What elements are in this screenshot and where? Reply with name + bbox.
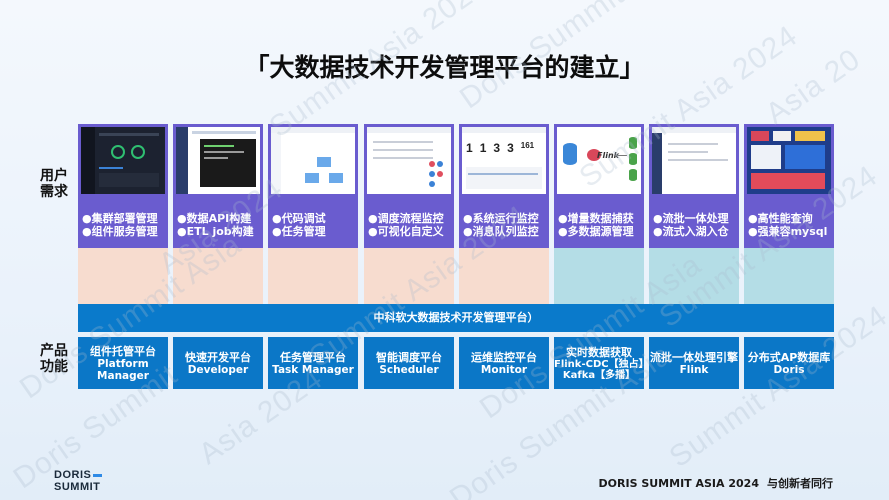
screenshot-stream-batch [652,127,736,194]
product-monitor: 运维监控平台 Monitor [459,337,549,389]
product-task-manager: 任务管理平台 Task Manager [268,337,358,389]
footer-event: DORIS SUMMIT ASIA 2024 与创新者同行 [599,475,833,491]
product-name-en: Flink-CDC【独占】 [554,358,649,370]
band-cell [268,248,358,304]
product-name-en: Doris [773,363,805,376]
row-label-needs: 用户 需求 [40,168,74,200]
screenshot-scheduler [367,127,451,194]
product-name-cn: 快速开发平台 [185,350,251,364]
row-label-line: 需求 [40,184,68,200]
requirement-card-scheduler: ●调度流程监控 ●可视化自定义 [364,124,454,248]
page-title: 「大数据技术开发管理平台的建立」 [244,53,645,82]
feature-item: ●调度流程监控 [368,212,444,225]
band-cell [364,248,454,304]
event-slogan: 与创新者同行 [767,477,833,490]
product-doris: 分布式AP数据库 Doris [744,337,834,389]
feature-item: ●任务管理 [272,225,326,238]
squirrel-icon [587,149,601,161]
database-icon [629,169,637,181]
requirement-card-doris: ●高性能查询 ●强兼容mysql [744,124,834,248]
feature-item: ●强兼容mysql [748,225,828,238]
metric-value: 3 [493,141,501,155]
requirement-card-task-manager: ●代码调试 ●任务管理 [268,124,358,248]
screenshot-task-flow [271,127,355,194]
feature-list: ●数据API构建 ●ETL job构建 [177,212,254,238]
logo-line: DORIS [54,469,92,481]
screenshot-monitor: 1 1 3 3 161 [462,127,546,194]
metric-value: 3 [507,141,514,155]
feature-list: ●系统运行监控 ●消息队列监控 [463,212,539,238]
database-icon [629,153,637,165]
feature-list: ●调度流程监控 ●可视化自定义 [368,212,444,238]
feature-item: ●代码调试 [272,212,326,225]
product-scheduler: 智能调度平台 Scheduler [364,337,454,389]
metric-value: 1 [466,141,473,155]
row-label-line: 用户 [40,168,68,184]
logo-bar-icon [93,473,103,477]
row-label-line: 产品 [40,343,68,359]
band-cell [554,248,644,304]
feature-item: ●高性能查询 [748,212,813,225]
requirement-card-platform-manager: ●集群部署管理 ●组件服务管理 [78,124,168,248]
feature-item: ●ETL job构建 [177,225,254,238]
feature-item: ●集群部署管理 [82,212,158,225]
metric-value: 161 [520,141,535,150]
product-developer: 快速开发平台 Developer [173,337,263,389]
screenshot-developer-console [176,127,260,194]
product-name-en: Kafka【多播】 [562,369,636,381]
band-cell [459,248,549,304]
requirement-card-developer: ●数据API构建 ●ETL job构建 [173,124,263,248]
product-name-en: Task Manager [272,363,354,376]
product-name-cn: 实时数据获取 [566,345,632,359]
screenshot-cluster-dashboard [81,127,165,194]
database-icon [563,143,577,165]
feature-item: ●数据API构建 [177,212,252,225]
feature-item: ●流式入湖入仓 [653,225,729,238]
product-name-cn: 任务管理平台 [280,350,346,364]
doris-summit-logo: DORIS SUMMIT [54,469,103,493]
product-realtime-ingest: 实时数据获取 Flink-CDC【独占】 Kafka【多播】 [554,337,649,389]
feature-list: ●流批一体处理 ●流式入湖入仓 [653,212,729,238]
product-name-cn: 组件托管平台 [90,344,156,358]
feature-list: ●集群部署管理 ●组件服务管理 [82,212,158,238]
requirement-card-flink: ●流批一体处理 ●流式入湖入仓 [649,124,739,248]
product-name-en: Developer [187,363,249,376]
product-name-en: Scheduler [379,363,439,376]
feature-list: ●代码调试 ●任务管理 [272,212,326,238]
feature-item: ●增量数据捕获 [558,212,634,225]
row-label-line: 功能 [40,359,68,375]
product-platform-manager: 组件托管平台 Platform Manager [78,337,168,389]
row-label-product: 产品 功能 [40,343,74,375]
requirement-card-realtime-ingest: Flink ●增量数据捕获 ●多数据源管理 [554,124,644,248]
database-icon [629,137,637,149]
product-name-en: Monitor [480,363,528,376]
flink-label: Flink [597,151,619,160]
band-cell [649,248,739,304]
feature-item: ●多数据源管理 [558,225,634,238]
requirement-card-monitor: 1 1 3 3 161 ●系统运行监控 ●消息队列监控 [459,124,549,248]
product-name-cn: 运维监控平台 [471,350,537,364]
product-name-en: Flink [679,363,709,376]
product-flink: 流批一体处理引擎 Flink [649,337,739,389]
product-name-en: Platform Manager [97,357,149,382]
feature-item: ●消息队列监控 [463,225,539,238]
product-name-cn: 流批一体处理引擎 [650,350,738,364]
logo-line: SUMMIT [54,481,101,493]
platform-bar: 中科软大数据技术开发管理平台） [78,304,834,332]
event-name: DORIS SUMMIT ASIA 2024 [598,477,759,490]
screenshot-flink-cdc-diagram: Flink [557,127,641,194]
feature-item: ●系统运行监控 [463,212,539,225]
metric-value: 1 [479,141,487,155]
product-name-cn: 分布式AP数据库 [747,350,831,364]
band-cell [173,248,263,304]
product-name-cn: 智能调度平台 [376,350,442,364]
feature-item: ●组件服务管理 [82,225,158,238]
screenshot-doris-architecture [747,127,831,194]
band-cell [744,248,834,304]
feature-item: ●流批一体处理 [653,212,729,225]
feature-list: ●高性能查询 ●强兼容mysql [748,212,827,238]
band-cell [78,248,168,304]
feature-list: ●增量数据捕获 ●多数据源管理 [558,212,634,238]
feature-item: ●可视化自定义 [368,225,444,238]
